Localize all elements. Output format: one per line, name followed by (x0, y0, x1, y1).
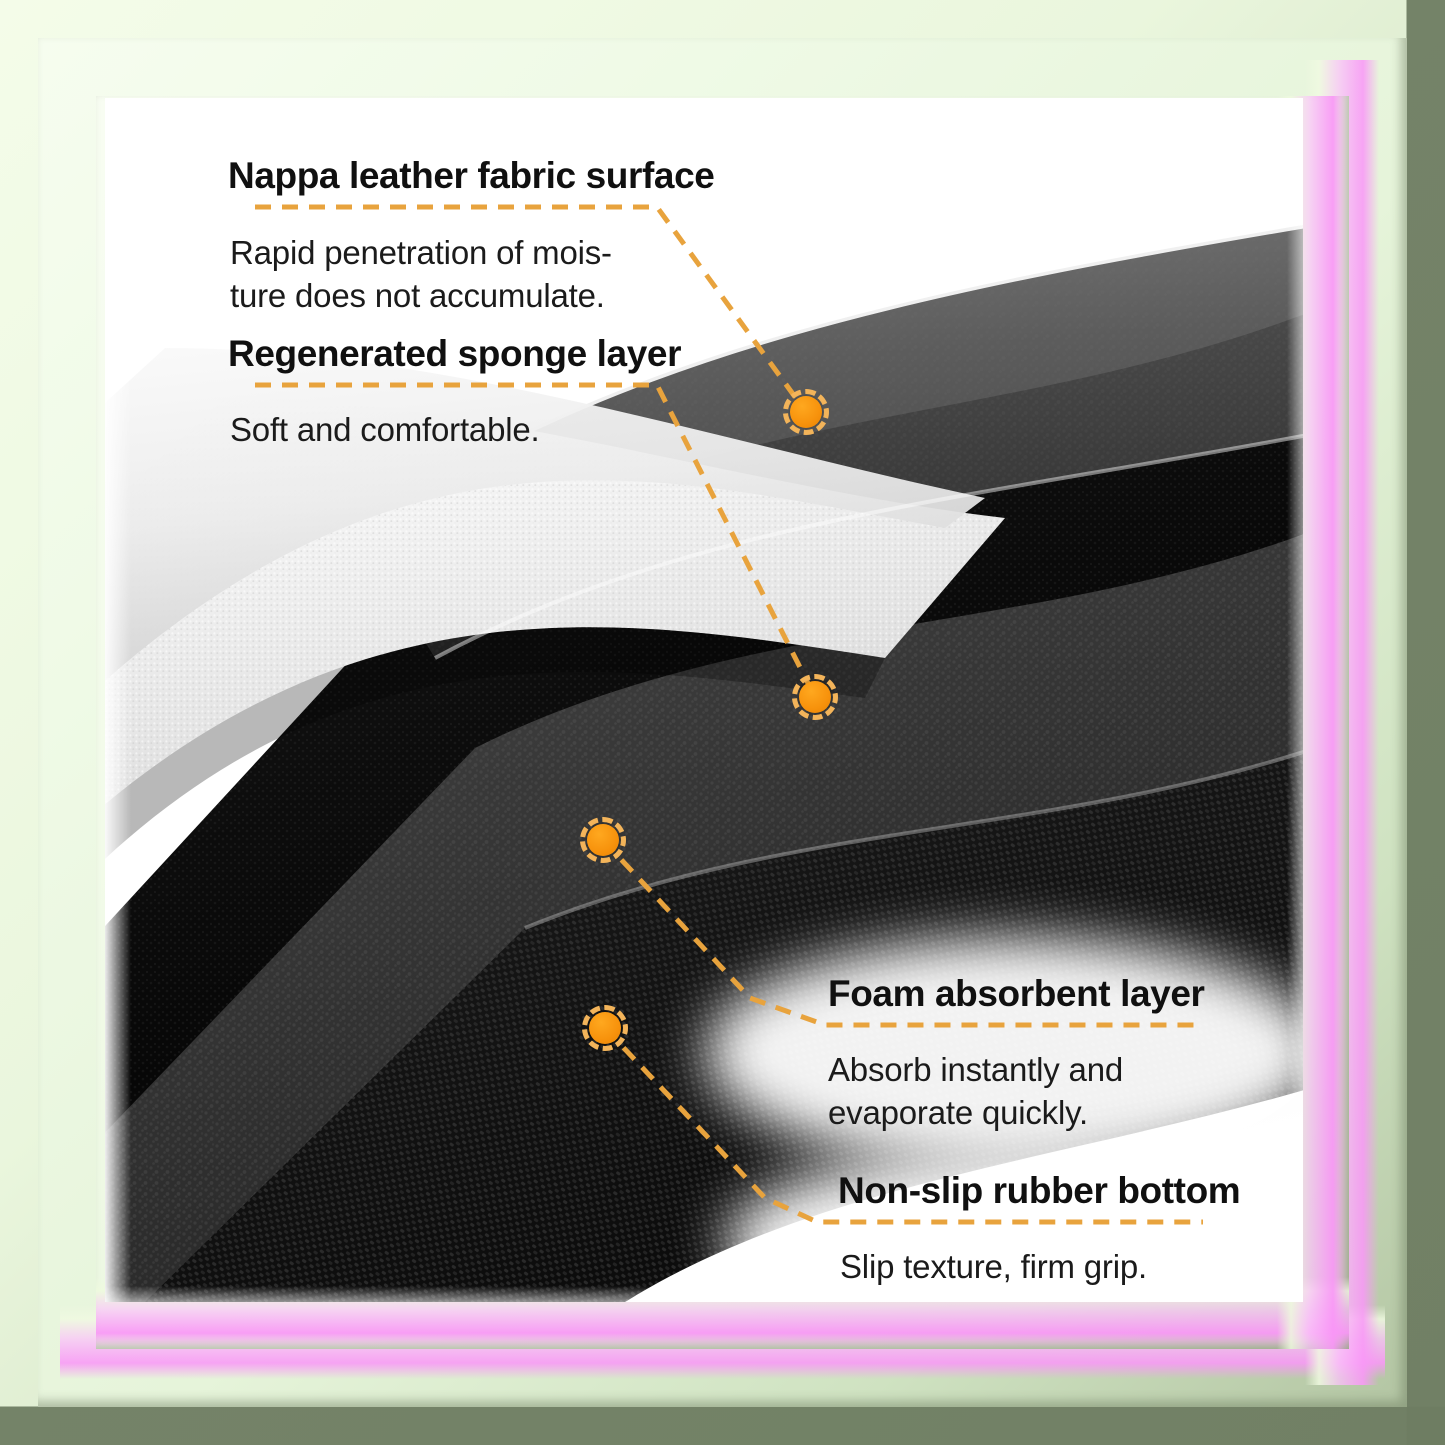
annotation-non-slip-rubber-body: Slip texture, firm grip. (840, 1246, 1147, 1287)
annotation-title: Foam absorbent layer (828, 973, 1205, 1014)
annotation-nappa-leather: Nappa leather fabric surface (228, 155, 715, 197)
annotation-title: Regenerated sponge layer (228, 333, 682, 374)
annotation-body-line-1: Soft and comfortable. (230, 411, 540, 448)
marker-dot-icon (790, 396, 822, 428)
marker-dot-icon (799, 681, 831, 713)
annotation-title: Non-slip rubber bottom (838, 1170, 1241, 1211)
annotation-non-slip-rubber: Non-slip rubber bottom (838, 1170, 1241, 1212)
annotation-nappa-leather-body: Rapid penetration of mois- ture does not… (230, 232, 612, 317)
annotation-body-line-1: Absorb instantly and (828, 1051, 1124, 1088)
marker-nappa-leather[interactable] (783, 389, 829, 435)
annotation-regenerated-sponge: Regenerated sponge layer (228, 333, 682, 375)
marker-foam-absorbent[interactable] (580, 817, 626, 863)
annotation-foam-absorbent: Foam absorbent layer (828, 973, 1205, 1015)
annotation-body-line-2: ture does not accumulate. (230, 277, 605, 315)
annotation-body-line-1: Slip texture, firm grip. (840, 1248, 1147, 1285)
marker-non-slip-rubber[interactable] (582, 1005, 628, 1051)
annotation-regenerated-sponge-body: Soft and comfortable. (230, 409, 540, 450)
annotation-foam-absorbent-body: Absorb instantly and evaporate quickly. (828, 1049, 1123, 1134)
marker-dot-icon (589, 1012, 621, 1044)
marker-regenerated-sponge[interactable] (792, 674, 838, 720)
annotation-title: Nappa leather fabric surface (228, 155, 715, 196)
annotation-body-line-2: evaporate quickly. (828, 1094, 1088, 1132)
annotation-body-line-1: Rapid penetration of mois- (230, 234, 612, 271)
marker-dot-icon (587, 824, 619, 856)
